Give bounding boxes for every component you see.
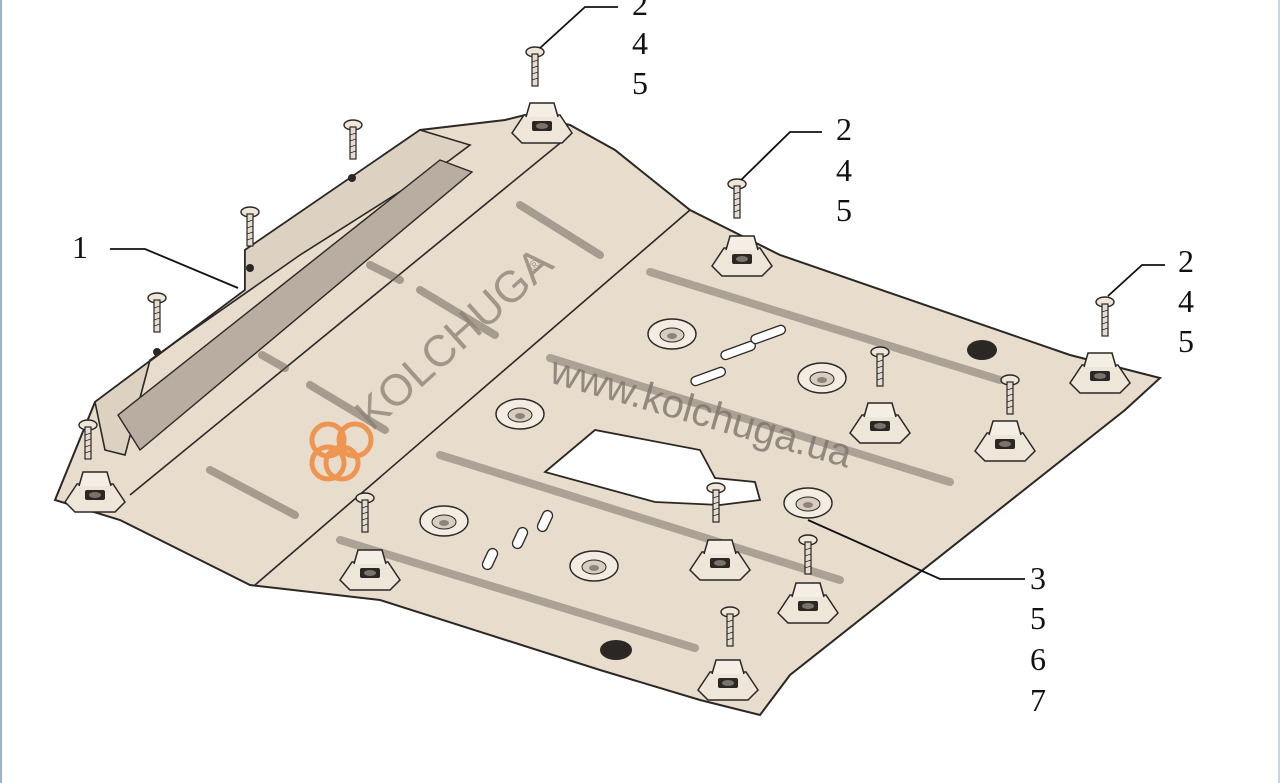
drain-opening (543, 429, 762, 506)
svg-text:4: 4 (632, 25, 648, 61)
skid-plate (53, 113, 1163, 717)
svg-text:6: 6 (1030, 641, 1046, 677)
callout-1: 1 (72, 229, 88, 265)
svg-text:5: 5 (1030, 600, 1046, 636)
left-frame-border (0, 0, 2, 783)
svg-text:5: 5 (632, 65, 648, 101)
right-frame-border (1278, 0, 1280, 783)
callout-top: 2 4 5 (632, 0, 648, 101)
rubber-plug (600, 640, 632, 660)
svg-text:5: 5 (836, 192, 852, 228)
svg-text:4: 4 (1178, 283, 1194, 319)
callout-right: 2 4 5 (1178, 243, 1194, 359)
rubber-plug (967, 340, 997, 360)
svg-text:2: 2 (1178, 243, 1194, 279)
kolchuga-logo-mark (309, 421, 374, 482)
leader-lines (110, 6, 1165, 580)
svg-text:2: 2 (632, 0, 648, 22)
svg-text:1: 1 (72, 229, 88, 265)
svg-text:4: 4 (836, 152, 852, 188)
stiffening-ribs (206, 201, 1004, 652)
svg-text:3: 3 (1030, 560, 1046, 596)
callout-bottom: 3 5 6 7 (1030, 560, 1046, 718)
drain-slots (481, 324, 787, 571)
callout-middle: 2 4 5 (836, 111, 852, 228)
svg-text:7: 7 (1030, 682, 1046, 718)
svg-text:2: 2 (836, 111, 852, 147)
svg-text:5: 5 (1178, 323, 1194, 359)
